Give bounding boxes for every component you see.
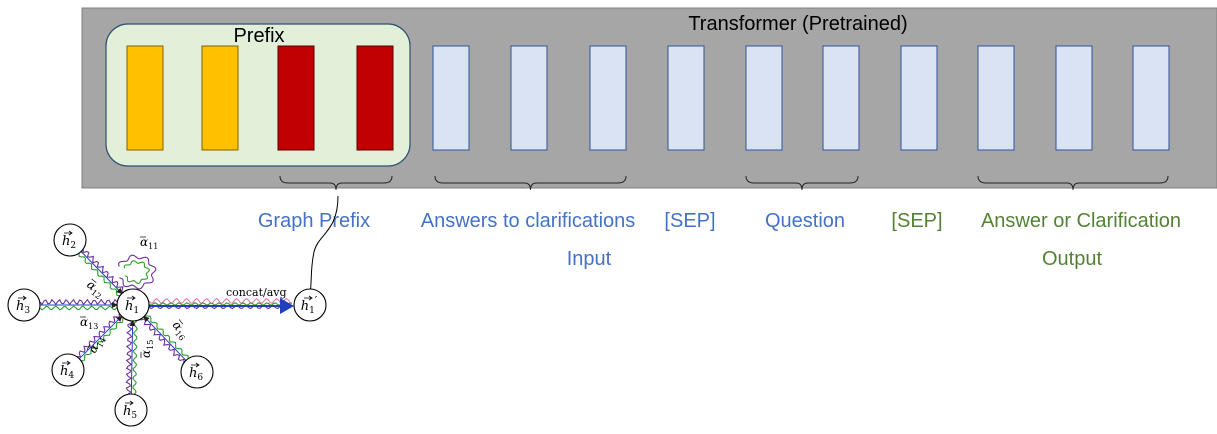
alpha-label-a11: α11 [140, 235, 158, 251]
edge-wave-green-h5 [132, 320, 138, 395]
graph-node-h1 [116, 288, 150, 322]
edge-wave-green-h3 [39, 305, 118, 311]
prefix-title: Prefix [233, 25, 284, 47]
token-12-light [977, 45, 1015, 151]
segment-sep-2: [SEP] [891, 210, 942, 232]
vector-arrow-h1 [127, 295, 136, 301]
graph-node-h5 [114, 393, 148, 427]
edge-wave-purple-h4 [77, 313, 121, 358]
brace-question [745, 175, 859, 191]
alpha-label-a12: α12 [83, 277, 107, 301]
node-label-h3: h3 [16, 299, 30, 316]
group-label-output: Output [1042, 248, 1102, 270]
segment-sep-1: [SEP] [664, 210, 715, 232]
vector-arrow-h1p [304, 295, 313, 301]
node-label-h4: h4 [60, 364, 74, 381]
token-13-light [1055, 45, 1093, 151]
token-14-light [1132, 45, 1170, 151]
graph-node-h1p [293, 288, 327, 322]
graph-node-h6 [180, 355, 214, 389]
token-5-light [432, 45, 470, 151]
edge-arrow-h6 [143, 315, 187, 361]
graph-attention-figure: h1 h2 h3 h4 h5 h6 h1′ α11 α12 α13 α14 α15 α16 concat/… [7, 223, 327, 427]
alpha-label-a15: α15 [139, 340, 155, 358]
prefix-connector-curve [309, 195, 339, 293]
node-label-h5: h5 [123, 404, 137, 421]
token-4-red [356, 45, 394, 151]
edge-wave-purple-h3 [39, 298, 118, 306]
edge-arrow-h5 [129, 319, 136, 395]
graph-node-h3 [7, 288, 41, 322]
edge-wave-green-h4 [81, 317, 124, 362]
concat-avg-label: concat/avg [226, 286, 287, 299]
token-6-light [510, 45, 548, 151]
alpha-arrow-a14 [86, 344, 91, 350]
brace-answers [434, 175, 627, 191]
vector-arrow-h5 [125, 400, 134, 406]
token-7-light [589, 45, 627, 151]
vector-arrow-h2 [64, 230, 73, 236]
alpha-label-a14: α14 [85, 333, 108, 357]
token-8-light [667, 45, 705, 151]
node-label-h1p: h1′ [301, 294, 318, 316]
node-label-h2: h2 [62, 234, 76, 251]
segment-answers: Answers to clarifications [421, 210, 636, 232]
vector-arrow-h6 [191, 362, 200, 368]
self-loop-purple [118, 254, 157, 290]
graph-node-h4 [51, 353, 85, 387]
token-1-yellow [126, 45, 164, 151]
alpha-label-a13: α13 [80, 315, 98, 331]
token-10-light [822, 45, 860, 151]
segment-braces [279, 175, 1169, 191]
self-loop-green [123, 260, 150, 284]
token-row [126, 45, 1170, 151]
node-label-h1: h1 [125, 299, 139, 316]
vector-arrow-h4 [62, 360, 71, 366]
prefix-box [105, 23, 411, 167]
brace-graph-prefix [279, 175, 393, 191]
token-3-red [277, 45, 315, 151]
token-11-light [900, 45, 938, 151]
edge-arrow-h2 [80, 251, 123, 295]
output-wave-pink [148, 297, 293, 304]
segment-graph-prefix: Graph Prefix [258, 210, 370, 232]
alpha-arrow-a12 [91, 278, 97, 283]
alpha-label-a16: α16 [168, 318, 192, 342]
edge-wave-purple-h5 [125, 320, 133, 395]
graph-node-h2 [53, 223, 87, 257]
token-9-light [745, 45, 783, 151]
segment-question: Question [765, 210, 845, 232]
transformer-title: Transformer (Pretrained) [688, 13, 907, 35]
token-2-yellow [201, 45, 239, 151]
brace-answer-or-clarification [977, 175, 1169, 191]
vector-arrow-h3 [18, 295, 27, 301]
edge-wave-green-h6 [144, 315, 189, 359]
edge-wave-purple-h2 [82, 249, 124, 293]
output-wave-green [148, 302, 293, 306]
group-label-input: Input [567, 248, 612, 270]
alpha-arrow-a16 [178, 319, 184, 325]
edge-arrow-h4 [78, 315, 123, 360]
edge-wave-purple-h6 [140, 318, 185, 363]
edge-wave-green-h2 [78, 253, 120, 297]
segment-answer-or-clarification: Answer or Clarification [981, 210, 1181, 232]
node-label-h6: h6 [189, 366, 203, 383]
